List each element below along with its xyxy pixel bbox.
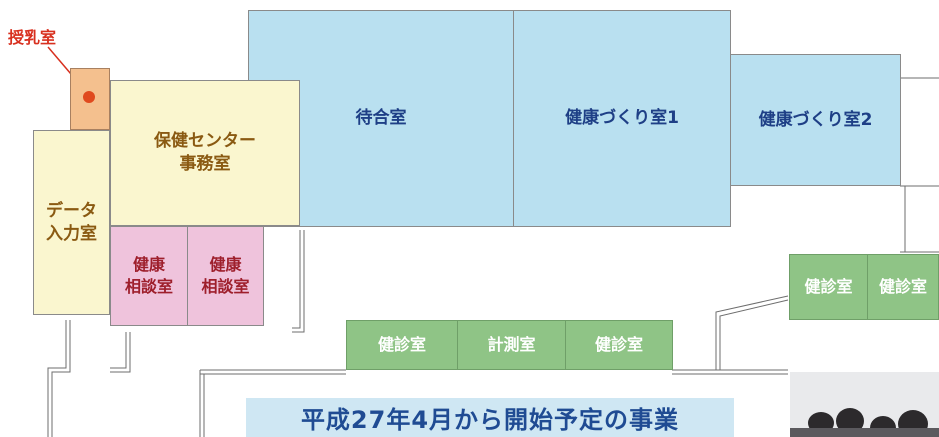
location-marker-icon — [83, 91, 95, 103]
consultation-room-1: 健康 相談室 — [110, 226, 188, 326]
checkup-room-b: 健診室 — [565, 320, 673, 370]
measurement-room: 計測室 — [457, 320, 566, 370]
health-center-office: 保健センター 事務室 — [110, 80, 300, 226]
health-room-1: 健康づくり室1 — [513, 10, 731, 227]
health-room-2: 健康づくり室2 — [730, 54, 901, 186]
checkup-room-a: 健診室 — [346, 320, 458, 370]
checkup-room-c: 健診室 — [789, 254, 868, 320]
lactation-room-label: 授乳室 — [8, 28, 57, 47]
program-banner: 平成27年4月から開始予定の事業 — [246, 398, 734, 437]
data-entry-room: データ 入力室 — [33, 130, 110, 315]
consultation-room-2: 健康 相談室 — [187, 226, 264, 326]
checkup-room-d: 健診室 — [867, 254, 939, 320]
photo-thumbnail — [790, 372, 939, 437]
